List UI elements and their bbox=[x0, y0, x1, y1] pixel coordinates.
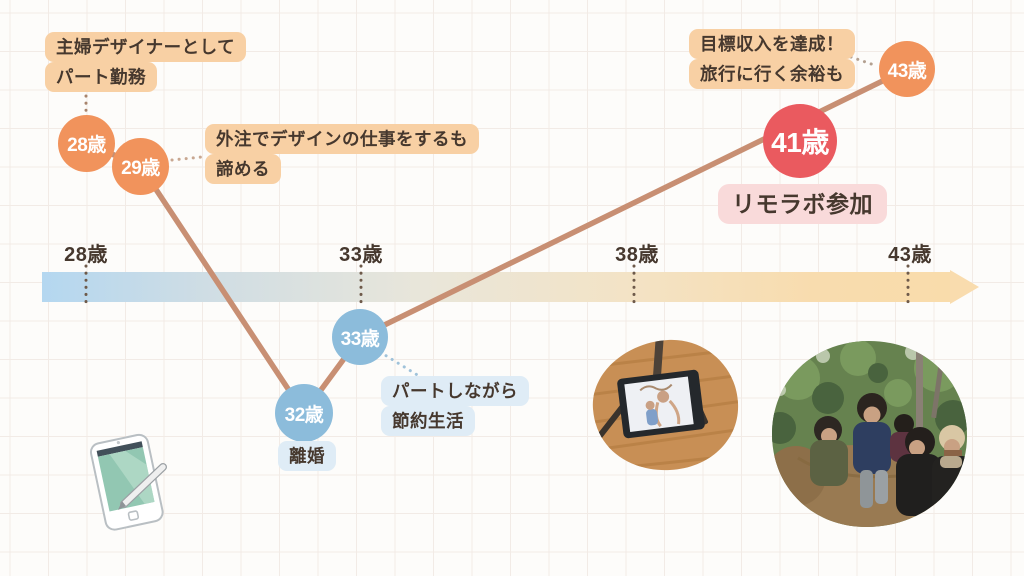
family-outing-photo bbox=[772, 341, 967, 527]
tablet-pen-illustration bbox=[89, 433, 167, 531]
age-node-41: 41歳 bbox=[763, 104, 837, 178]
note-remolab-join: リモラボ参加 bbox=[718, 184, 887, 224]
tablet-body bbox=[89, 433, 164, 531]
note-line: リモラボ参加 bbox=[718, 184, 887, 224]
axis-label-33: 33歳 bbox=[339, 244, 383, 266]
age-node-43: 43歳 bbox=[879, 41, 935, 97]
timeline-bar bbox=[42, 272, 950, 302]
tablet-drawing-photo bbox=[592, 339, 739, 471]
connector-part-dots bbox=[378, 350, 421, 378]
connector-gaichu-dots bbox=[170, 155, 204, 162]
age-node-32: 32歳 bbox=[275, 384, 333, 442]
age-node-28: 28歳 bbox=[58, 115, 115, 172]
axis-tick-dotted-lines bbox=[84, 264, 910, 308]
note-line: 主婦デザイナーとして bbox=[45, 32, 247, 62]
connector-goal-dots bbox=[849, 55, 879, 68]
axis-label-43: 43歳 bbox=[888, 244, 932, 266]
note-line: 離婚 bbox=[278, 441, 336, 471]
note-line: パート勤務 bbox=[45, 62, 157, 92]
note-outsourced-design: 外注でデザインの仕事をするも 諦める bbox=[205, 124, 479, 184]
axis-label-28: 28歳 bbox=[64, 244, 108, 266]
age-node-29: 29歳 bbox=[112, 138, 169, 195]
tablet-photo-content bbox=[592, 339, 739, 471]
note-frugal-life: パートしながら 節約生活 bbox=[381, 376, 529, 436]
note-line: 旅行に行く余裕も bbox=[689, 59, 855, 89]
family-photo-content bbox=[772, 341, 967, 527]
note-divorce: 離婚 bbox=[278, 441, 336, 471]
note-line: 目標収入を達成！ bbox=[689, 29, 855, 59]
age-node-33: 33歳 bbox=[332, 309, 388, 365]
note-line: 節約生活 bbox=[381, 406, 475, 436]
note-income-goal: 目標収入を達成！ 旅行に行く余裕も bbox=[689, 29, 855, 89]
note-line: 諦める bbox=[205, 154, 281, 184]
timeline-arrowhead-icon bbox=[950, 270, 979, 304]
note-line: 外注でデザインの仕事をするも bbox=[205, 124, 479, 154]
axis-label-38: 38歳 bbox=[615, 244, 659, 266]
stylus-pen bbox=[118, 463, 167, 510]
note-housewife-designer: 主婦デザイナーとして パート勤務 bbox=[45, 32, 247, 92]
note-line: パートしながら bbox=[381, 376, 529, 406]
